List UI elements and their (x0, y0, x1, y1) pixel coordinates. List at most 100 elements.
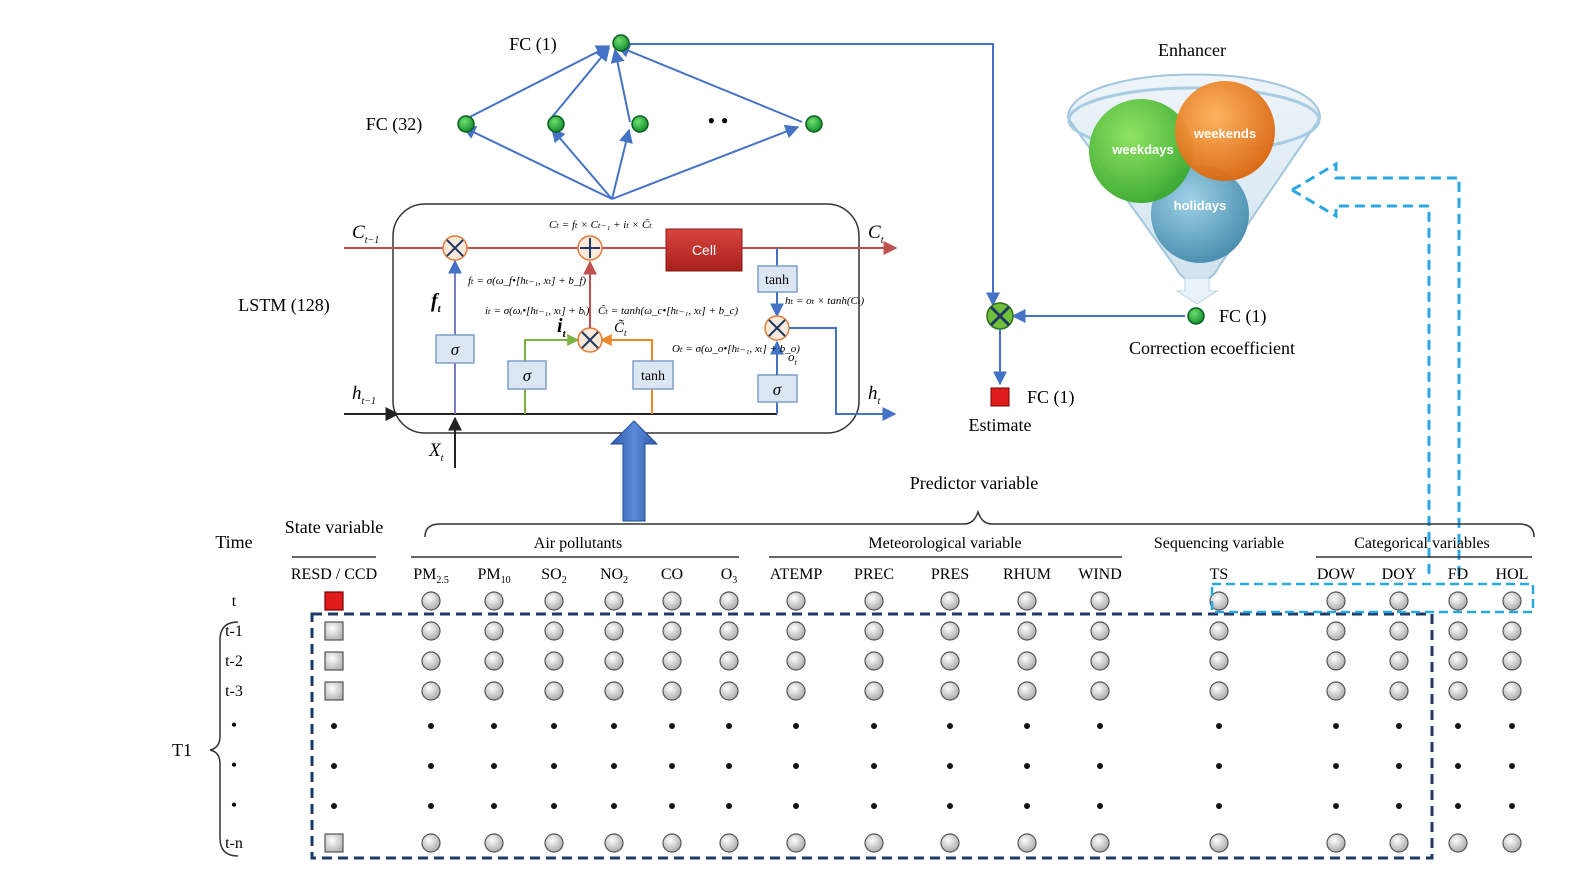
predictor-ellipsis-dot (551, 763, 557, 769)
c-next-label: Ct (868, 222, 884, 246)
predictor-cell (1090, 621, 1110, 641)
predictor-cell (484, 621, 504, 641)
column-header: PRES (931, 566, 969, 583)
predictor-ellipsis-dot (1097, 763, 1103, 769)
predictor-cell (484, 681, 504, 701)
predictor-cell (1448, 621, 1468, 641)
edge-fc32-3-to-out (610, 48, 631, 123)
predictor-ellipsis-dot (726, 803, 732, 809)
predictor-cell (1090, 651, 1110, 671)
predictor-ellipsis-dot (669, 803, 675, 809)
row-label: • (231, 715, 237, 735)
predictor-cell (864, 591, 884, 611)
eq-ctilde: C̃ₜ = tanh(ω_c•[hₜ₋₁, xₜ] + b_c) (598, 304, 738, 317)
lstm-cell: σ ft fₜ = σ(ω_f•[hₜ₋₁, xₜ] + b_f) σ tanh… (344, 203, 898, 468)
column-header: DOW (1317, 566, 1356, 583)
column-header-label: FD (1448, 566, 1468, 583)
fc-output-label: FC (1) (509, 34, 557, 55)
edge-lstm-to-fc32-3 (611, 128, 633, 200)
row-label: t-3 (225, 683, 243, 700)
predictor-cell (719, 651, 739, 671)
predictor-cell (786, 591, 806, 611)
predictor-cell (864, 621, 884, 641)
predictor-cell (1090, 591, 1110, 611)
predictor-cell (1326, 621, 1346, 641)
predictor-cell (421, 651, 441, 671)
state-ellipsis-dot (331, 803, 337, 809)
correction-label: Correction ecoefficient (1129, 338, 1295, 358)
fc-hidden-node (805, 115, 823, 133)
predictor-ellipsis-dot (726, 723, 732, 729)
state-cell (324, 621, 344, 641)
column-header-subscript: 2.5 (436, 575, 449, 586)
f-label: ft (431, 290, 442, 315)
state-cell (324, 833, 344, 853)
group-cat: Categorical variables (1354, 535, 1490, 552)
state-ellipsis-dot (331, 763, 337, 769)
predictor-cell (940, 591, 960, 611)
column-header-label: O (721, 566, 733, 583)
predictor-ellipsis-dot (1509, 803, 1515, 809)
eq-cell: Cₜ = fₜ × Cₜ₋₁ + iₜ × C̃ₜ (549, 218, 652, 231)
predictor-ellipsis-dot (1097, 803, 1103, 809)
output-tanh-box (757, 265, 798, 293)
lstm-label: LSTM (128) (238, 295, 330, 316)
group-meteo: Meteorological variable (868, 535, 1021, 552)
estimate-fc-label: FC (1) (1027, 387, 1075, 408)
predictor-ellipsis-dot (1333, 763, 1339, 769)
output-tanh-label: tanh (765, 273, 789, 288)
predictor-ellipsis-dot (871, 763, 877, 769)
column-header: FD (1448, 566, 1468, 583)
column-header-label: DOW (1317, 566, 1356, 583)
predictor-ellipsis-dot (1024, 803, 1030, 809)
column-header-label: PRES (931, 566, 969, 583)
predictor-cell (544, 681, 564, 701)
predictor-ellipsis-dot (551, 803, 557, 809)
output-sigma-label: σ (773, 380, 782, 399)
fc-hidden-ellipsis: • • (708, 108, 729, 133)
time-header: Time (215, 532, 252, 552)
predictor-cell (940, 651, 960, 671)
predictor-cell (786, 621, 806, 641)
state-target-cell (324, 591, 344, 611)
correction-node (1187, 307, 1205, 325)
predictor-cell (662, 681, 682, 701)
predictor-ellipsis-dot (947, 763, 953, 769)
predictor-ellipsis-dot (1396, 763, 1402, 769)
column-header-label: TS (1210, 566, 1229, 583)
predictor-cell (1209, 591, 1229, 611)
input-sigma-box (507, 360, 547, 390)
predictor-ellipsis-dot (726, 763, 732, 769)
predictor-ellipsis-dot (669, 763, 675, 769)
column-header: TS (1210, 566, 1229, 583)
predictor-ellipsis-dot (1216, 763, 1222, 769)
predictor-ellipsis-dot (1216, 723, 1222, 729)
column-header: ATEMP (770, 566, 823, 583)
predictor-cell (421, 621, 441, 641)
predictor-cell (1090, 681, 1110, 701)
predictor-cell (1502, 591, 1522, 611)
predictor-ellipsis-dot (871, 803, 877, 809)
predictor-ellipsis-dot (551, 723, 557, 729)
fc-hidden-node (457, 115, 475, 133)
categorical-feed-outer (1291, 161, 1461, 579)
candidate-tanh-label: tanh (641, 369, 665, 384)
edge-fc32-1-to-out (459, 45, 611, 123)
predictor-cell (864, 833, 884, 853)
c-prev-label: Ct−1 (352, 222, 379, 246)
column-header-label: PM (413, 566, 436, 583)
eq-input: iₜ = σ(ωᵢ•[hₜ₋₁, xₜ] + bᵢ) (485, 305, 590, 317)
weekdays-label: weekdays (1111, 142, 1173, 157)
predictor-ellipsis-dot (1455, 803, 1461, 809)
predictor-brace (424, 509, 1535, 538)
predictor-ellipsis-dot (1455, 763, 1461, 769)
row-label: • (231, 795, 237, 815)
predictor-cell (1448, 591, 1468, 611)
predictor-cell (1326, 833, 1346, 853)
state-cell (324, 651, 344, 671)
column-header-subscript: 10 (501, 575, 511, 586)
predictor-ellipsis-dot (491, 763, 497, 769)
column-header: O3 (721, 566, 738, 586)
predictor-cell (1389, 681, 1409, 701)
weekdays-sphere (1089, 99, 1193, 203)
